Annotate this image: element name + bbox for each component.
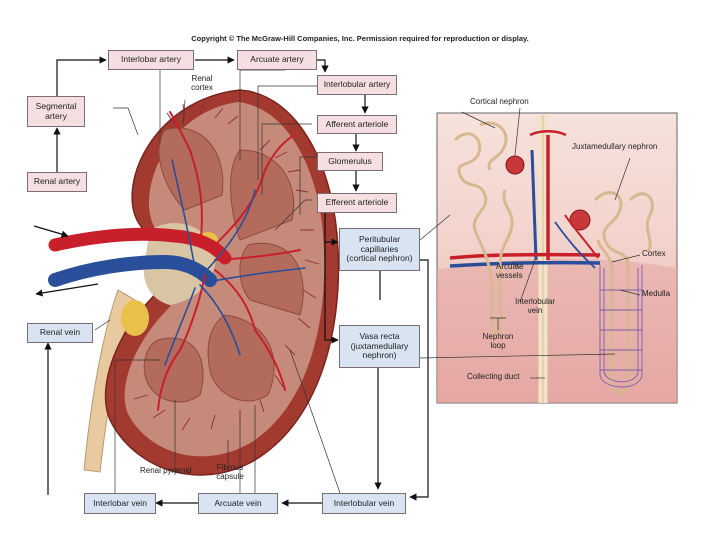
juxtamedullary-tubules bbox=[593, 191, 654, 394]
interlobular-vein-label: Interlobular vein bbox=[514, 297, 556, 315]
renal-pyramid-3 bbox=[239, 242, 304, 316]
interlobular-artery-box: Interlobular artery bbox=[317, 75, 397, 95]
glomerulus-box: Glomerulus bbox=[317, 152, 383, 171]
arcuate-artery-inset bbox=[449, 252, 601, 260]
nephron-loop-label: Nephron loop bbox=[482, 332, 514, 350]
renal-pyramid-1 bbox=[158, 127, 224, 211]
cortex-label: Cortex bbox=[642, 249, 666, 258]
nephron-inset bbox=[436, 112, 678, 404]
cortical-nephron-label: Cortical nephron bbox=[470, 97, 529, 106]
glomerulus-juxtamedullary bbox=[569, 209, 591, 231]
juxtamedullary-nephron-label: Juxtamedullary nephron bbox=[572, 142, 658, 151]
interlobar-vein-box: Interlobar vein bbox=[84, 493, 156, 514]
copyright-notice: Copyright © The McGraw-Hill Companies, I… bbox=[191, 34, 529, 43]
renal-artery bbox=[48, 227, 232, 265]
leader-lines bbox=[94, 68, 641, 494]
kidney bbox=[48, 89, 340, 476]
interlobular-vein-inset bbox=[530, 149, 538, 261]
artery-branches bbox=[157, 111, 301, 411]
renal-pyramid-label: Renal pyramid bbox=[140, 466, 192, 475]
renal-vein bbox=[48, 254, 217, 287]
efferent-arteriole-box: Efferent arteriole bbox=[317, 193, 397, 213]
renal-cortex-label: Renal cortex bbox=[191, 74, 213, 92]
vasa-recta-box: Vasa recta (juxtamedullary nephron) bbox=[339, 325, 420, 368]
arcuate-vein-box: Arcuate vein bbox=[198, 493, 278, 514]
medulla-label: Medulla bbox=[642, 289, 671, 298]
interlobular-vein-box: Interlobular vein bbox=[322, 493, 406, 514]
fibrous-capsule-label: Fibrous capsule bbox=[216, 463, 244, 481]
peritubular-capillaries-box: Peritubular capillaries (cortical nephro… bbox=[339, 228, 420, 271]
fat bbox=[121, 300, 149, 336]
renal-pyramid-4 bbox=[207, 314, 275, 402]
medulla-region bbox=[437, 258, 677, 403]
vein-branches bbox=[164, 159, 306, 366]
arcuate-vein-inset bbox=[449, 260, 601, 268]
interlobar-artery-box: Interlobar artery bbox=[108, 50, 194, 70]
renal-vein-box: Renal vein bbox=[27, 323, 93, 343]
afferent-arteriole-box: Afferent arteriole bbox=[317, 115, 397, 134]
segmental-artery-box: Segmental artery bbox=[27, 96, 85, 127]
arcuate-vessels-label: Arcuate vessels bbox=[496, 262, 524, 280]
renal-artery-box: Renal artery bbox=[27, 172, 87, 192]
renal-pyramid-5 bbox=[143, 337, 204, 403]
arcuate-artery-box: Arcuate artery bbox=[237, 50, 317, 70]
glomerulus-cortical bbox=[505, 155, 525, 175]
collecting-duct-label: Collecting duct bbox=[467, 372, 520, 381]
flow-arrows bbox=[33, 56, 429, 507]
cortical-nephron-tubules bbox=[453, 121, 514, 334]
